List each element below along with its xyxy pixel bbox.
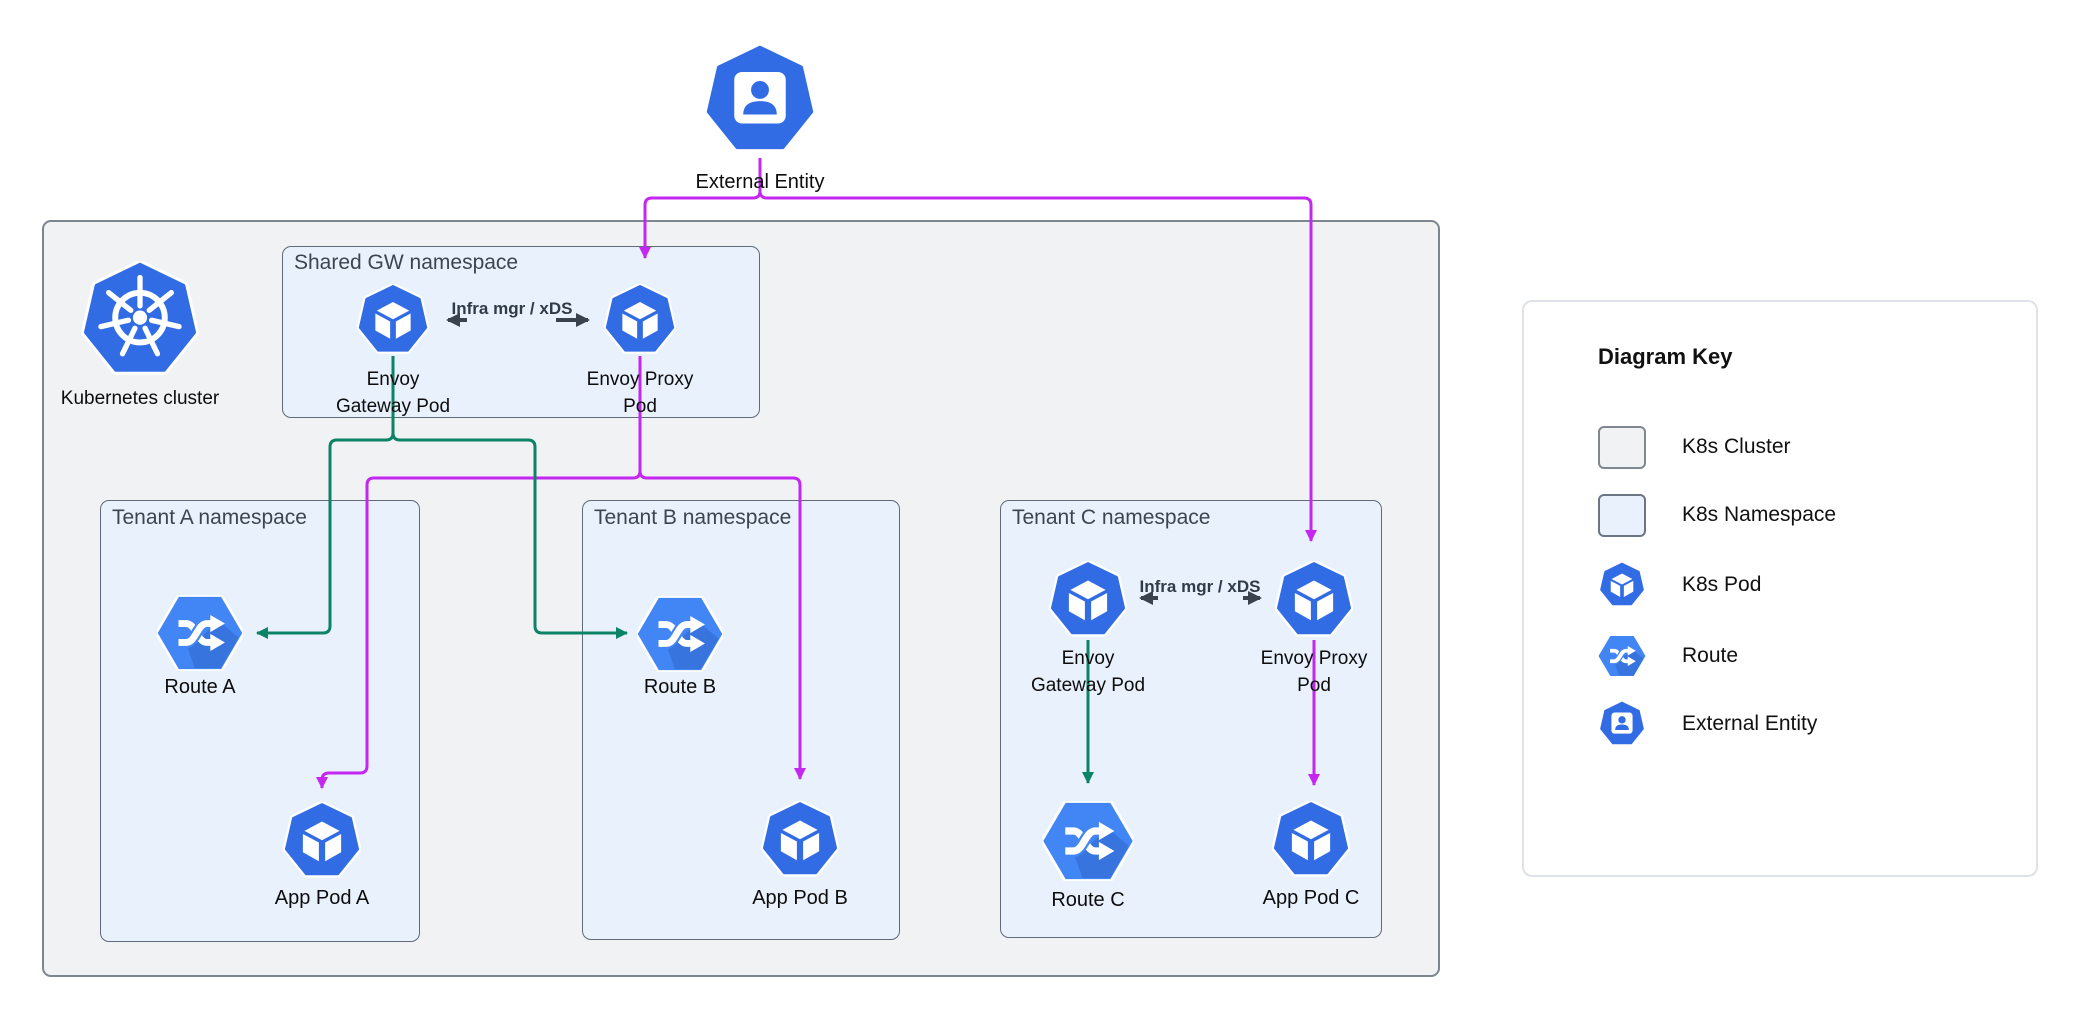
label-line: Envoy Proxy bbox=[1260, 648, 1368, 669]
shared-envoy-proxy-pod-label: Envoy Proxy Pod bbox=[587, 366, 694, 420]
key-label: K8s Pod bbox=[1682, 573, 1762, 596]
label-line: Envoy bbox=[1061, 648, 1115, 669]
label-line: Envoy bbox=[366, 369, 420, 390]
key-row-k8s-pod: K8s Pod bbox=[1598, 561, 1761, 609]
tenantc-infra-mgr-label: Infra mgr / xDS bbox=[1140, 575, 1261, 598]
shared-gw-namespace-title: Shared GW namespace bbox=[294, 251, 519, 274]
tenant-a-namespace-box bbox=[100, 500, 420, 942]
route-icon bbox=[1598, 635, 1646, 677]
tenant-b-namespace-box bbox=[582, 500, 900, 940]
app-pod-b-label: App Pod B bbox=[752, 887, 848, 909]
shared-infra-mgr-label: Infra mgr / xDS bbox=[452, 297, 573, 320]
key-label: Route bbox=[1682, 644, 1739, 667]
tenantc-envoy-proxy-pod-label: Envoy Proxy Pod bbox=[1261, 645, 1368, 699]
label-line: Gateway Pod bbox=[335, 396, 451, 417]
app-pod-c-icon bbox=[1272, 801, 1350, 879]
external-entity-label: External Entity bbox=[695, 171, 825, 193]
label-line: Infra mgr / bbox=[1139, 577, 1223, 596]
kubernetes-cluster-label: Kubernetes cluster bbox=[60, 388, 220, 409]
external-entity-icon bbox=[1598, 701, 1646, 747]
k8s-pod-icon bbox=[1598, 562, 1646, 608]
key-label: External Entity bbox=[1682, 712, 1818, 735]
route-c-label: Route C bbox=[1051, 889, 1125, 911]
kubernetes-logo-icon bbox=[81, 261, 199, 379]
tenantc-envoy-proxy-pod-icon bbox=[1275, 561, 1353, 639]
diagram-key-title: Diagram Key bbox=[1598, 344, 1733, 369]
route-a-label: Route A bbox=[164, 676, 236, 698]
app-pod-a-label: App Pod A bbox=[274, 887, 370, 909]
route-b-icon bbox=[637, 596, 723, 672]
external-entity-icon bbox=[704, 44, 816, 156]
shared-envoy-gateway-pod-label: Envoy Gateway Pod bbox=[336, 366, 450, 420]
app-pod-a-icon bbox=[283, 802, 361, 880]
label-line: Infra mgr / bbox=[451, 299, 535, 318]
label-line: xDS bbox=[539, 299, 573, 318]
k8s-namespace-swatch bbox=[1598, 493, 1646, 537]
app-pod-c-label: App Pod C bbox=[1262, 887, 1360, 909]
shared-envoy-proxy-pod-icon bbox=[604, 284, 676, 356]
key-row-k8s-cluster: K8s Cluster bbox=[1598, 423, 1791, 471]
tenant-c-namespace-title: Tenant C namespace bbox=[1012, 506, 1211, 529]
label-line: Pod bbox=[623, 396, 657, 417]
label-line: Gateway Pod bbox=[1030, 675, 1146, 696]
key-row-k8s-namespace: K8s Namespace bbox=[1598, 491, 1836, 539]
tenantc-envoy-gateway-pod-label: Envoy Gateway Pod bbox=[1031, 645, 1145, 699]
k8s-cluster-swatch bbox=[1598, 425, 1646, 469]
tenantc-envoy-gateway-pod-icon bbox=[1049, 561, 1127, 639]
key-label: K8s Cluster bbox=[1682, 435, 1791, 458]
label-line: Pod bbox=[1297, 675, 1331, 696]
tenant-a-namespace-title: Tenant A namespace bbox=[112, 506, 307, 529]
route-b-label: Route B bbox=[643, 676, 717, 698]
tenant-b-namespace-title: Tenant B namespace bbox=[594, 506, 792, 529]
shared-envoy-gateway-pod-icon bbox=[357, 284, 429, 356]
app-pod-b-icon bbox=[761, 801, 839, 879]
key-row-external-entity: External Entity bbox=[1598, 700, 1817, 748]
key-row-route: Route bbox=[1598, 632, 1738, 680]
route-c-icon bbox=[1042, 801, 1134, 881]
key-label: K8s Namespace bbox=[1682, 503, 1837, 526]
route-a-icon bbox=[157, 595, 243, 671]
label-line: Envoy Proxy bbox=[586, 369, 694, 390]
label-line: xDS bbox=[1227, 577, 1261, 596]
